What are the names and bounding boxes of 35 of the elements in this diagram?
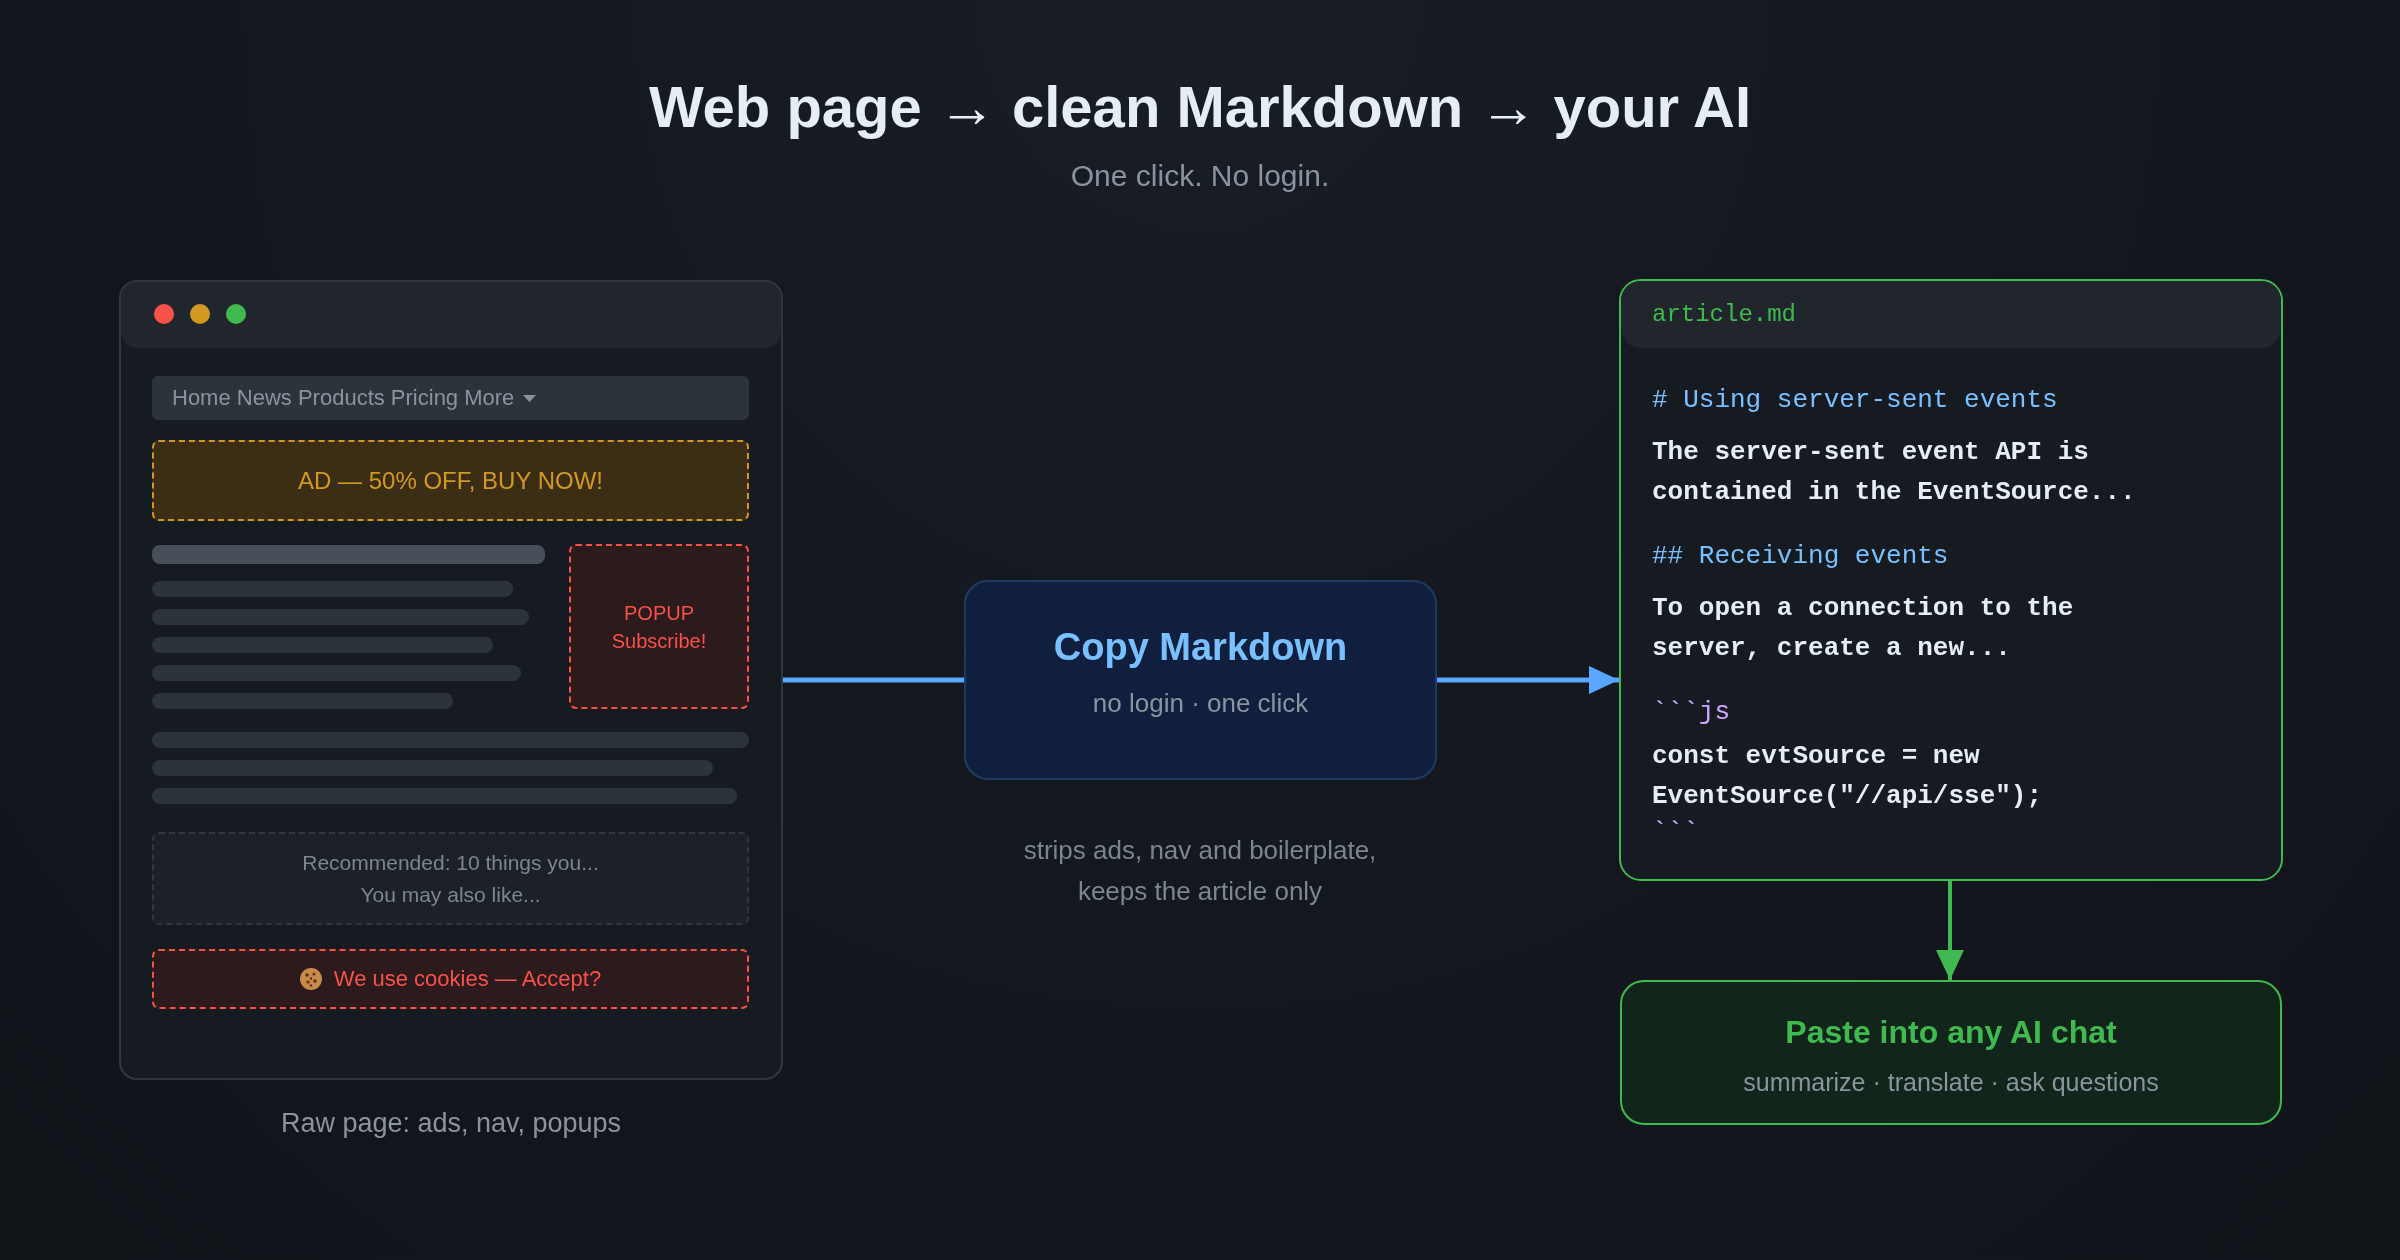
nav-bar <box>152 376 749 420</box>
ad-text: AD — 50% OFF, BUY NOW! <box>298 465 603 496</box>
file-panel <box>1619 279 2283 881</box>
popup-title: POPUP <box>624 600 694 626</box>
subtitle: One click. No login. <box>1070 158 1330 194</box>
cookie-notice-text: We use cookies — Accept? <box>333 965 602 993</box>
arrow <box>1437 666 1619 694</box>
recommendation-box <box>152 832 749 925</box>
browser-window <box>119 280 783 1080</box>
node-description: Raw page: ads, nav, popups <box>280 1107 622 1140</box>
recommendation-text: Recommended: 10 things you... <box>302 849 599 876</box>
code-fence: ``` <box>1652 816 1699 848</box>
popup-box <box>569 544 749 709</box>
process-box <box>964 580 1437 780</box>
markdown-paragraph: The server-sent event API is contained in the EventSource... <box>1652 436 2137 509</box>
result-title: Paste into any AI chat <box>1785 1013 2117 1052</box>
arrow <box>1936 881 1964 980</box>
recommendation-text: You may also like... <box>360 881 541 908</box>
code-line: const evtSource = new EventSource("//api/sse"); <box>1652 740 2044 813</box>
connector-line <box>783 677 964 683</box>
page-title: Web page → clean Markdown → your AI <box>648 73 1752 141</box>
result-box <box>1620 980 2282 1125</box>
markdown-paragraph: To open a connection to the server, create a new... <box>1652 592 2075 665</box>
ad-banner <box>152 440 749 521</box>
markdown-heading: ## Receiving events <box>1652 540 1949 573</box>
cookie-banner <box>152 949 749 1009</box>
file-name: article.md <box>1652 299 1797 330</box>
code-fence: ```js <box>1652 696 1730 728</box>
popup-text: Subscribe! <box>611 628 707 654</box>
process-subtitle: no login · one click <box>1092 687 1309 719</box>
nav-links: Home News Products Pricing More <box>172 384 515 412</box>
markdown-heading: # Using server-sent events <box>1652 384 2058 417</box>
process-title: Copy Markdown <box>1053 625 1348 670</box>
node-description: strips ads, nav and boilerplate, keeps the article only <box>1022 834 1378 908</box>
result-subtitle: summarize · translate · ask questions <box>1743 1067 2159 1098</box>
